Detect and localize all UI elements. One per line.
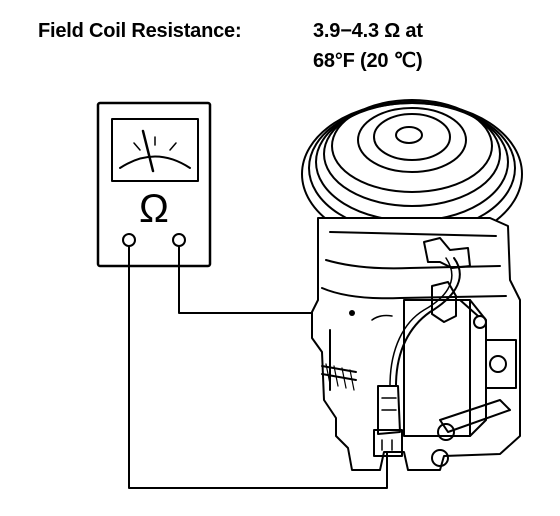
harness-wire: [389, 257, 453, 387]
port-fitting: [489, 355, 507, 373]
meter-needle: [141, 129, 155, 173]
meter-terminal-left: [122, 233, 136, 247]
clutch-hub-outer: [357, 107, 467, 173]
meter-body: [96, 101, 212, 268]
ac-compressor: [301, 99, 523, 471]
pulley-groove: [323, 101, 501, 207]
meter-dial: [111, 118, 199, 182]
terminal-pin: [381, 439, 393, 451]
rear-port: [485, 339, 517, 389]
field-coil-marker: [349, 310, 355, 316]
top-bracket: [423, 237, 471, 269]
clutch-plate: [331, 99, 493, 193]
probe-lead-left: [128, 245, 388, 489]
clutch-hub-center: [395, 126, 423, 144]
clip-arm: [459, 299, 479, 317]
mount-bolt: [437, 423, 455, 441]
body-seam: [325, 259, 501, 270]
probe-lead-right: [178, 245, 339, 314]
connector-terminal: [373, 429, 403, 457]
ohmmeter: [96, 101, 212, 268]
mount-bolt: [431, 449, 449, 467]
meter-tick: [133, 142, 141, 151]
connector-detail: [381, 397, 397, 411]
meter-scale: [119, 155, 191, 169]
stud-thread: [325, 363, 355, 391]
body-seam: [371, 314, 393, 321]
spec-condition: 68°F (20 ℃): [313, 50, 423, 72]
clutch-hub-inner: [373, 113, 451, 161]
meter-terminal-right: [172, 233, 186, 247]
mounting-boss: [439, 399, 511, 433]
harness-wire: [395, 257, 461, 387]
body-seam: [329, 231, 497, 237]
body-seam: [321, 287, 507, 300]
ohm-symbol: Ω: [139, 187, 169, 231]
clip-bolt: [473, 315, 487, 329]
spec-value: 3.9−4.3 Ω at: [313, 20, 423, 42]
spec-label: Field Coil Resistance:: [38, 20, 242, 42]
connector-clip: [431, 281, 457, 323]
meter-tick: [169, 142, 177, 151]
compressor-body: [311, 217, 521, 471]
